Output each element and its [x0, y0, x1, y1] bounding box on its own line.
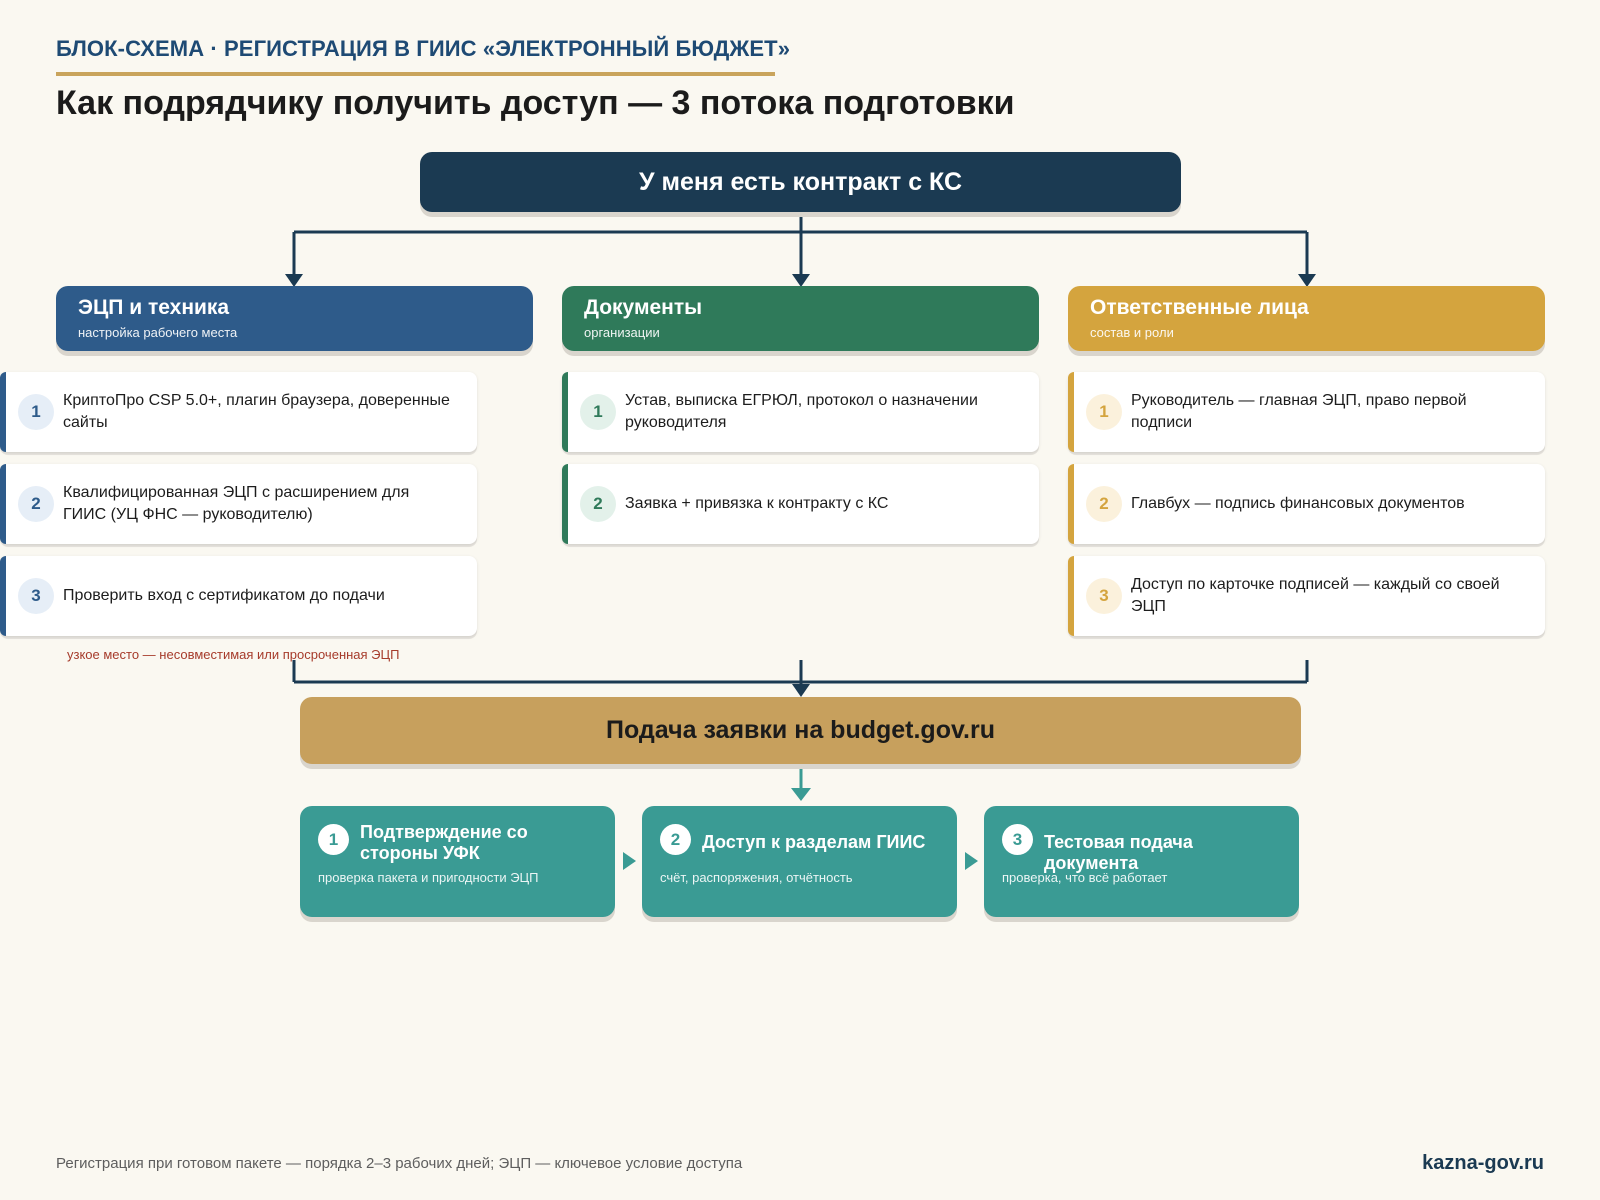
step-number-badge: 3: [1086, 578, 1122, 614]
step-subtitle: счёт, распоряжения, отчётность: [660, 870, 853, 885]
list-item: 3 Доступ по карточке подписей — каждый с…: [1068, 556, 1545, 636]
step-subtitle: проверка пакета и пригодности ЭЦП: [318, 870, 539, 885]
step-number-badge: 2: [18, 486, 54, 522]
eyebrow-underline: [56, 72, 775, 76]
step-number-badge: 3: [1002, 824, 1033, 855]
step-number-badge: 2: [660, 824, 691, 855]
column-title: ЭЦП и техника: [78, 296, 230, 319]
submit-node: Подача заявки на budget.gov.ru: [300, 697, 1301, 764]
list-item-text: Квалифицированная ЭЦП с расширением для …: [63, 484, 410, 523]
root-node: У меня есть контракт с КС: [420, 152, 1181, 212]
step-title: Подтверждение со стороны УФК: [360, 822, 528, 863]
step-number-badge: 1: [1086, 394, 1122, 430]
column-header-documents: Документы организации: [562, 286, 1039, 351]
column-title: Ответственные лица: [1090, 296, 1309, 319]
list-item: 2 Квалифицированная ЭЦП с расширением дл…: [0, 464, 477, 544]
step-number-badge: 1: [580, 394, 616, 430]
bottleneck-warning: узкое место — несовместимая или просроче…: [67, 647, 400, 662]
arrow-to-submit: [792, 684, 810, 697]
step-number-badge: 2: [580, 486, 616, 522]
step-number-badge: 1: [18, 394, 54, 430]
arrow-to-col-2: [792, 274, 810, 287]
arrow-step-2-to-3: [965, 852, 978, 870]
list-item-text: Проверить вход с сертификатом до подачи: [63, 587, 385, 604]
column-subtitle: настройка рабочего места: [78, 325, 238, 341]
list-item-text: Доступ по карточке подписей — каждый со …: [1131, 576, 1500, 615]
eyebrow-heading: БЛОК-СХЕМА · РЕГИСТРАЦИЯ В ГИИС «ЭЛЕКТРО…: [56, 36, 791, 61]
step-number-badge: 1: [318, 824, 349, 855]
process-step-1: 1 Подтверждение со стороны УФК проверка …: [300, 806, 615, 917]
list-item-text: Устав, выписка ЕГРЮЛ, протокол о назначе…: [625, 392, 978, 431]
list-item: 1 Устав, выписка ЕГРЮЛ, протокол о назна…: [562, 372, 1039, 452]
footer-brand: kazna-gov.ru: [1422, 1152, 1544, 1174]
list-item: 3 Проверить вход с сертификатом до подач…: [0, 556, 477, 636]
footer-note: Регистрация при готовом пакете — порядка…: [56, 1155, 743, 1172]
column-title: Документы: [584, 296, 703, 319]
list-item: 2 Главбух — подпись финансовых документо…: [1068, 464, 1545, 544]
list-item: 2 Заявка + привязка к контракту с КС: [562, 464, 1039, 544]
arrow-to-col-3: [1298, 274, 1316, 287]
step-subtitle: проверка, что всё работает: [1002, 870, 1168, 885]
step-title: Доступ к разделам ГИИС: [702, 832, 926, 852]
column-subtitle: состав и роли: [1090, 325, 1174, 341]
list-item-text: КриптоПро CSP 5.0+, плагин браузера, дов…: [63, 392, 450, 431]
column-subtitle: организации: [584, 325, 660, 341]
list-item: 1 КриптоПро CSP 5.0+, плагин браузера, д…: [0, 372, 477, 452]
list-item-text: Заявка + привязка к контракту с КС: [625, 495, 889, 512]
list-item-text: Руководитель — главная ЭЦП, право первой…: [1131, 392, 1467, 431]
list-item: 1 Руководитель — главная ЭЦП, право перв…: [1068, 372, 1545, 452]
arrow-step-1-to-2: [623, 852, 636, 870]
step-title: Тестовая подача документа: [1044, 832, 1193, 873]
list-item-text: Главбух — подпись финансовых документов: [1131, 495, 1465, 512]
column-header-ecp: ЭЦП и техника настройка рабочего места: [56, 286, 533, 351]
process-step-3: 3 Тестовая подача документа проверка, чт…: [984, 806, 1299, 917]
process-step-2: 2 Доступ к разделам ГИИС счёт, распоряже…: [642, 806, 957, 917]
arrow-to-col-1: [285, 274, 303, 287]
arrow-to-steps: [791, 788, 811, 801]
step-number-badge: 3: [18, 578, 54, 614]
page-title: Как подрядчику получить доступ — 3 поток…: [56, 84, 1015, 122]
step-number-badge: 2: [1086, 486, 1122, 522]
column-header-responsible: Ответственные лица состав и роли: [1068, 286, 1545, 351]
